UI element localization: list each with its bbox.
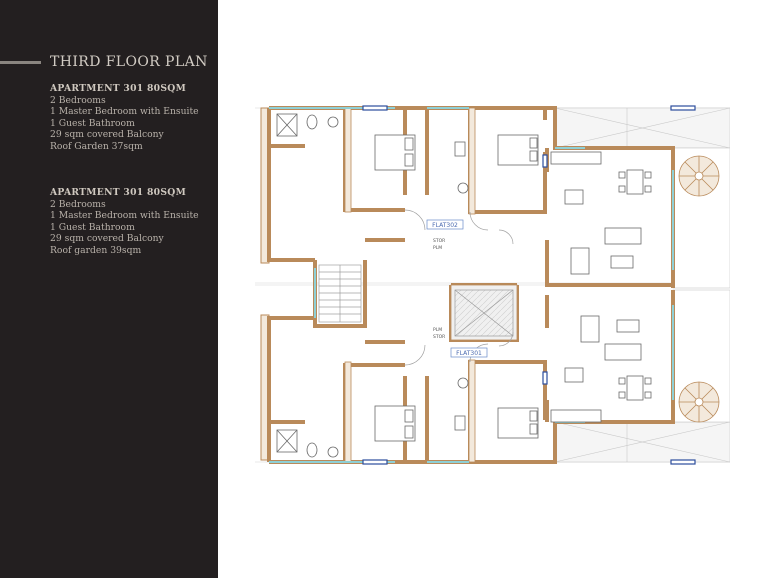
sidebar-panel: THIRD FLOOR PLAN APARTMENT 301 80SQM 2 B… bbox=[0, 0, 218, 578]
main-staircase bbox=[318, 264, 362, 323]
plumbing-label: PLM bbox=[433, 245, 442, 251]
apartment-heading: APARTMENT 301 80SQM bbox=[50, 187, 187, 198]
apartment-feature: 2 Bedrooms bbox=[50, 198, 106, 210]
page-title: THIRD FLOOR PLAN bbox=[50, 54, 208, 70]
floor-plan: FLAT302 FLAT301 STOR PLM PLM STOR bbox=[255, 100, 731, 470]
living-furniture bbox=[570, 227, 642, 361]
beds bbox=[374, 134, 539, 442]
apartment-feature: 29 sqm covered Balcony bbox=[50, 233, 164, 245]
apartment-feature: 1 Master Bedroom with Ensuite bbox=[50, 106, 199, 118]
spiral-stair-bottom bbox=[678, 381, 720, 423]
apartment-feature: Roof garden 39sqm bbox=[50, 244, 142, 256]
apartment-feature: 29 sqm covered Balcony bbox=[50, 129, 164, 141]
lift-shaft bbox=[454, 289, 514, 337]
kitchen-units bbox=[550, 151, 602, 423]
apartment-feature: 1 Master Bedroom with Ensuite bbox=[50, 210, 199, 222]
apartment-info-302: APARTMENT 301 80SQM 2 Bedrooms 1 Master … bbox=[50, 83, 199, 153]
balcony-top bbox=[554, 107, 731, 149]
storage-tags: STOR PLM PLM STOR bbox=[433, 238, 445, 340]
accent-divider bbox=[0, 61, 41, 64]
storage-label: STOR bbox=[433, 334, 445, 340]
apartment-feature: 1 Guest Bathroom bbox=[50, 221, 135, 233]
flat-301-label: FLAT301 bbox=[456, 350, 482, 357]
windows bbox=[362, 105, 696, 465]
apartment-feature: 1 Guest Bathroom bbox=[50, 117, 135, 129]
flat-301-tag: FLAT301 bbox=[450, 347, 488, 358]
storage-label: STOR bbox=[433, 238, 445, 244]
apartment-heading: APARTMENT 301 80SQM bbox=[50, 83, 187, 94]
apartment-feature: Roof Garden 37sqm bbox=[50, 140, 143, 152]
flat-302-label: FLAT302 bbox=[432, 222, 458, 229]
spiral-stair-top bbox=[678, 155, 720, 197]
plumbing-label: PLM bbox=[433, 327, 442, 333]
apartment-feature: 2 Bedrooms bbox=[50, 94, 106, 106]
apartment-info-301: APARTMENT 301 80SQM 2 Bedrooms 1 Master … bbox=[50, 187, 199, 257]
bathroom-fixtures bbox=[276, 113, 469, 458]
balcony-bottom bbox=[554, 421, 731, 463]
flat-302-tag: FLAT302 bbox=[426, 219, 464, 230]
dining-tables bbox=[618, 169, 652, 401]
door-swings bbox=[404, 209, 514, 366]
floor-plan-drawing: FLAT302 FLAT301 STOR PLM PLM STOR bbox=[255, 105, 731, 465]
